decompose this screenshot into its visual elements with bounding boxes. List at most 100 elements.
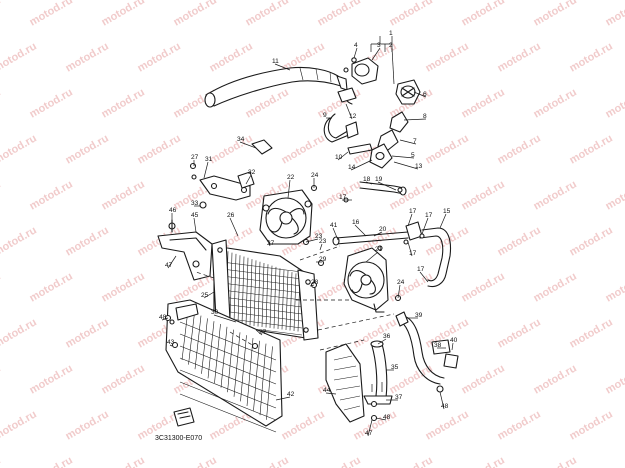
watermark-text: motod.ru: [172, 454, 219, 468]
watermark-text: motod.ru: [604, 454, 625, 468]
watermark-text: motod.ru: [244, 454, 291, 468]
upper-radiator-hose: [204, 66, 348, 108]
leader-line-42: [275, 396, 291, 401]
leader-line-18: [365, 181, 373, 185]
leader-line-31: [203, 161, 209, 179]
callout-17: 17: [339, 194, 347, 201]
watermark-text: motod.ru: [460, 362, 507, 396]
watermark-text: motod.ru: [0, 86, 3, 120]
leader-line-30: [213, 314, 237, 323]
watermark-text: motod.ru: [0, 132, 39, 166]
callout-26: 26: [227, 212, 235, 219]
watermark-text: motod.ru: [568, 316, 615, 350]
callout-47: 47: [365, 430, 373, 437]
watermark-text: motod.ru: [460, 454, 507, 468]
callout-17: 17: [417, 266, 425, 273]
leader-lines: [161, 36, 454, 437]
leader-line-40: [451, 342, 454, 351]
watermark-text: motod.ru: [568, 132, 615, 166]
callout-32: 32: [248, 169, 256, 176]
callout-7: 7: [413, 138, 417, 145]
leader-line-47: [167, 255, 177, 269]
leader-line-48: [161, 317, 169, 321]
watermark-text: motod.ru: [568, 40, 615, 74]
watermark-text: motod.ru: [100, 0, 147, 29]
watermark-text: motod.ru: [604, 362, 625, 396]
watermark-text: motod.ru: [316, 0, 363, 29]
callout-40: 40: [450, 337, 458, 344]
leader-line-21: [365, 251, 379, 263]
watermark-text: motod.ru: [316, 454, 363, 468]
leader-line-12: [345, 103, 353, 120]
callout-15: 15: [443, 208, 451, 215]
callout-27: 27: [267, 240, 275, 247]
callout-30: 30: [211, 309, 219, 316]
callout-2: 2: [389, 42, 393, 49]
callout-35: 35: [391, 364, 399, 371]
watermark-text: motod.ru: [64, 224, 111, 258]
watermark-text: motod.ru: [280, 408, 327, 442]
watermark-text: motod.ru: [460, 86, 507, 120]
watermark-text: motod.ru: [28, 454, 75, 468]
callout-8: 8: [423, 113, 427, 120]
leader-line-8: [403, 118, 427, 121]
diagram-code: 3C31300-E070: [155, 435, 202, 442]
thermostat-assembly: [337, 36, 421, 169]
watermark-text: motod.ru: [0, 454, 3, 468]
leader-line-7: [399, 139, 417, 145]
callout-18: 18: [363, 176, 371, 183]
watermark-text: motod.ru: [64, 40, 111, 74]
watermark-text: motod.ru: [208, 132, 255, 166]
callout-24: 24: [397, 279, 405, 286]
watermark-text: motod.ru: [532, 454, 579, 468]
leader-line-10: [337, 151, 349, 161]
dashed-reference-lines: [195, 271, 395, 351]
callout-4: 4: [354, 42, 358, 49]
callout-11: 11: [272, 58, 279, 65]
callout-17: 17: [409, 250, 417, 257]
callout-24: 24: [311, 172, 319, 179]
leader-line-44: [325, 392, 337, 395]
callout-36: 36: [383, 333, 391, 340]
watermark-text: motod.ru: [496, 408, 543, 442]
watermark-text: motod.ru: [0, 270, 3, 304]
watermark-text: motod.ru: [100, 178, 147, 212]
watermark-text: motod.ru: [604, 178, 625, 212]
watermark-text: motod.ru: [388, 454, 435, 468]
callout-22: 22: [287, 174, 295, 181]
leader-line-45: [193, 217, 197, 233]
leader-line-27: [267, 239, 271, 247]
callout-27: 27: [259, 329, 267, 336]
watermark-text: motod.ru: [460, 270, 507, 304]
callout-44: 44: [323, 387, 331, 394]
callout-28: 28: [311, 279, 319, 286]
watermark-text: motod.ru: [496, 132, 543, 166]
leader-line-23: [305, 238, 319, 243]
callout-23: 23: [315, 233, 323, 240]
fasteners: [169, 162, 425, 427]
leader-line-41: [332, 227, 339, 241]
watermark-text: motod.ru: [424, 408, 471, 442]
watermark-text: motod.ru: [604, 270, 625, 304]
leader-line-36: [377, 338, 387, 345]
leader-line-32: [245, 174, 252, 185]
watermark-text: motod.ru: [496, 40, 543, 74]
watermark-text: motod.ru: [532, 362, 579, 396]
watermark-text: motod.ru: [0, 0, 3, 29]
callout-47: 47: [165, 262, 173, 269]
left-radiator-bracket: [157, 219, 213, 281]
callout-39: 39: [415, 312, 423, 319]
callout-9: 9: [323, 112, 327, 119]
callout-10: 10: [335, 154, 343, 161]
watermark-text: motod.ru: [172, 0, 219, 29]
watermark-text: motod.ru: [604, 86, 625, 120]
callout-31: 31: [205, 156, 213, 163]
watermark-text: motod.ru: [280, 132, 327, 166]
leader-line-13: [393, 161, 419, 170]
leader-line-3: [371, 47, 381, 61]
watermark-text: motod.ru: [64, 408, 111, 442]
leader-line-48: [375, 417, 387, 421]
